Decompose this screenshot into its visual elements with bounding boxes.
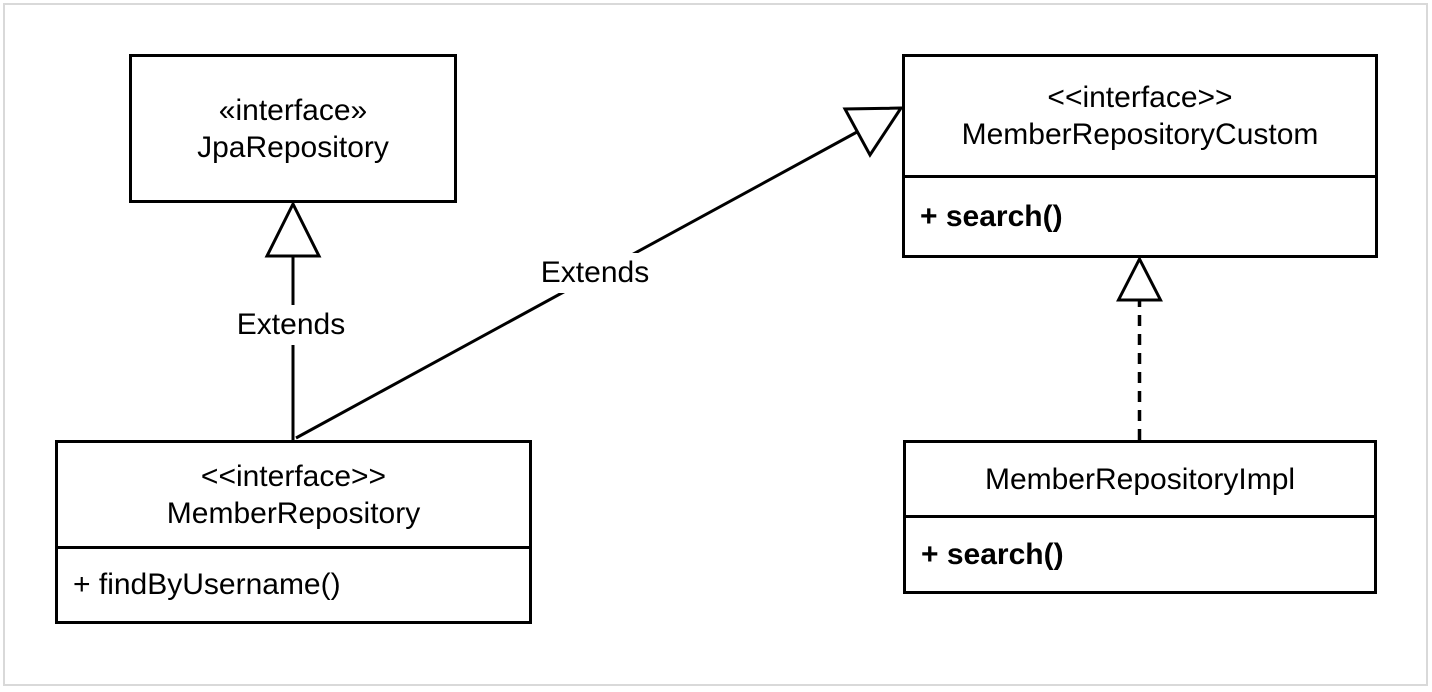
class-stereotype: «interface» xyxy=(218,93,368,127)
edge-impl-realizes-custom xyxy=(1116,255,1163,440)
class-title: «interface» JpaRepository xyxy=(132,57,454,200)
class-stereotype: <<interface>> xyxy=(200,459,387,493)
class-method: + search() xyxy=(921,537,1064,571)
class-name: MemberRepositoryCustom xyxy=(961,118,1319,151)
class-name: JpaRepository xyxy=(197,130,389,164)
extends-label-member-to-custom: Extends xyxy=(531,253,659,293)
class-box-memberrepositorycustom: <<interface>> MemberRepositoryCustom + s… xyxy=(902,54,1378,258)
class-title: <<interface>> MemberRepositoryCustom xyxy=(905,57,1375,178)
edge-member-extends-jpa xyxy=(264,200,322,440)
class-box-memberrepository: <<interface>> MemberRepository + findByU… xyxy=(55,440,532,624)
class-stereotype: <<interface>> xyxy=(1047,81,1233,114)
class-method: + findByUsername() xyxy=(73,568,341,601)
generalization-arrowhead xyxy=(264,200,322,258)
class-name: MemberRepository xyxy=(166,496,421,530)
class-name: MemberRepositoryImpl xyxy=(984,462,1296,496)
class-method: + search() xyxy=(920,199,1063,233)
generalization-arrowhead xyxy=(842,106,904,158)
class-box-jparepository: «interface» JpaRepository xyxy=(129,54,457,203)
class-title: <<interface>> MemberRepository xyxy=(58,443,529,549)
class-box-memberrepositoryimpl: MemberRepositoryImpl + search() xyxy=(903,440,1377,594)
realization-arrowhead xyxy=(1116,255,1163,302)
class-title: MemberRepositoryImpl xyxy=(906,443,1374,518)
extends-label-member-to-jpa: Extends xyxy=(227,305,355,345)
